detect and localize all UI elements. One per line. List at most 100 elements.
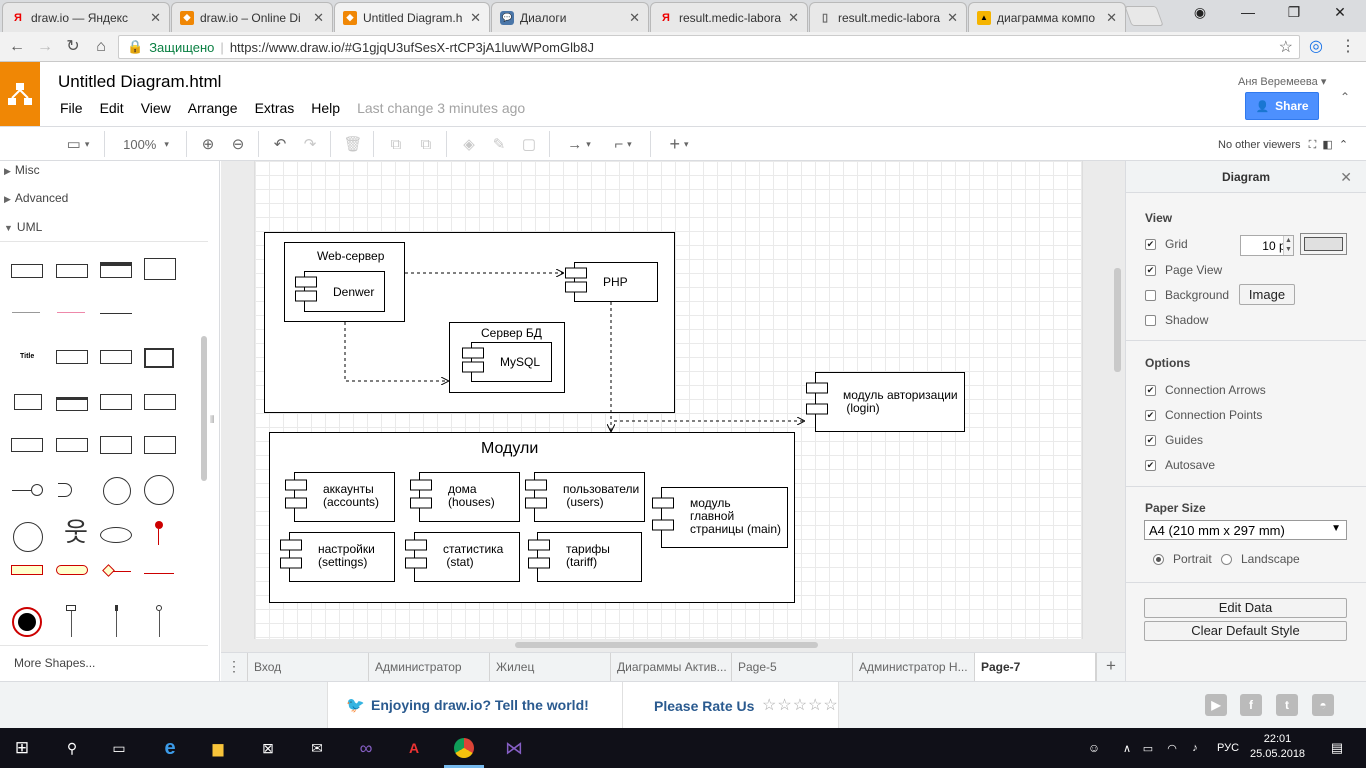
profile-icon[interactable]: ◉	[1193, 4, 1207, 20]
uml-shape-required-interface[interactable]	[58, 483, 72, 497]
section-uml[interactable]: ▼UML	[4, 220, 42, 234]
sidebar-scrollbar[interactable]	[201, 336, 207, 481]
canvas-horizontal-scrollbar[interactable]	[515, 642, 818, 648]
system-clock[interactable]: 22:01 25.05.2018	[1250, 732, 1305, 762]
panel-layout-icon[interactable]: ▭▾	[66, 136, 90, 153]
close-window-button[interactable]: ✕	[1334, 4, 1346, 20]
tab-page-zhilets[interactable]: Жилец	[490, 653, 611, 681]
browser-tab[interactable]: ◆ draw.io – Online Di ✕	[171, 2, 333, 32]
language-indicator[interactable]: РУС	[1213, 736, 1243, 760]
uml-shape-interface[interactable]	[56, 264, 88, 278]
new-tab-button[interactable]	[1124, 6, 1164, 26]
tray-chevron-icon[interactable]: ∧	[1122, 742, 1132, 755]
uml-shape-entity[interactable]	[144, 436, 176, 454]
section-advanced[interactable]: ▶Advanced	[4, 191, 68, 205]
close-tab-icon[interactable]: ✕	[788, 9, 799, 25]
autosave-checkbox[interactable]: ✔Autosave	[1145, 458, 1215, 472]
connection-points-checkbox[interactable]: ✔Connection Points	[1145, 408, 1262, 422]
uml-shape-entity-object[interactable]	[144, 475, 174, 505]
page-view-checkbox[interactable]: ✔Page View	[1145, 263, 1222, 277]
uml-shape-activity[interactable]	[11, 565, 43, 575]
forward-arrow-icon[interactable]: →	[37, 38, 53, 55]
visual-studio-icon[interactable]: ∞	[359, 737, 373, 758]
uml-shape-table[interactable]	[100, 436, 132, 454]
uml-shape-boundary[interactable]	[144, 348, 174, 368]
menu-extras[interactable]: Extras	[254, 100, 295, 116]
close-panel-icon[interactable]: ✕	[1340, 169, 1352, 185]
chrome-menu-icon[interactable]: ⋮	[1340, 38, 1356, 55]
browser-tab[interactable]: ▯ result.medic-labora ✕	[809, 2, 967, 32]
tab-page-7[interactable]: Page-7	[975, 653, 1096, 681]
tab-page-5[interactable]: Page-5	[732, 653, 853, 681]
user-name[interactable]: Аня Веремеева ▾	[1238, 75, 1326, 88]
browser-tab[interactable]: Я draw.io — Яндекс ✕	[2, 2, 170, 32]
people-icon[interactable]: ☺	[1087, 741, 1101, 755]
vs-code-icon[interactable]: ⋈	[505, 737, 523, 758]
section-misc[interactable]: ▶Misc	[4, 163, 40, 177]
add-page-icon[interactable]: +	[1096, 653, 1126, 681]
uml-shape-attribute-private[interactable]	[57, 312, 85, 313]
more-shapes-button[interactable]: More Shapes...	[0, 645, 208, 681]
close-tab-icon[interactable]: ✕	[470, 9, 481, 25]
php-component[interactable]: PHP	[574, 262, 658, 302]
mysql-component[interactable]: MySQL	[471, 342, 552, 382]
back-arrow-icon[interactable]: ←	[9, 38, 25, 55]
uml-shape-text[interactable]: Title	[20, 353, 35, 360]
home-icon[interactable]: ⌂	[96, 38, 106, 55]
uml-shape-final-state[interactable]	[12, 607, 42, 637]
browser-tab[interactable]: ▲ диаграмма компо ✕	[968, 2, 1126, 32]
houses-component[interactable]: дома (houses)	[419, 472, 520, 522]
close-tab-icon[interactable]: ✕	[150, 9, 161, 25]
menu-edit[interactable]: Edit	[99, 100, 124, 116]
clear-default-style-button[interactable]: Clear Default Style	[1144, 621, 1347, 641]
rating-stars-icon[interactable]: ☆☆☆☆☆	[762, 697, 839, 714]
shadow-checkbox[interactable]: Shadow	[1145, 313, 1208, 327]
format-panel-icon[interactable]: ◧	[1322, 139, 1333, 151]
network-icon[interactable]: ▭	[1142, 742, 1154, 755]
mail-icon[interactable]: ✉	[311, 739, 323, 756]
last-change-status[interactable]: Last change 3 minutes ago	[357, 100, 526, 116]
uml-shape-action[interactable]	[56, 565, 88, 575]
landscape-radio[interactable]: Landscape	[1221, 552, 1300, 566]
uml-shape-class-fields[interactable]	[100, 262, 132, 278]
uml-shape-object[interactable]	[56, 438, 88, 452]
guides-checkbox[interactable]: ✔Guides	[1145, 433, 1203, 447]
facebook-icon[interactable]: f	[1240, 694, 1262, 716]
uml-shape-lifeline[interactable]	[11, 438, 43, 452]
fullscreen-icon[interactable]: ⛶	[1308, 139, 1317, 151]
tab-page-admin[interactable]: Администратор	[369, 653, 490, 681]
youtube-icon[interactable]: ▶	[1205, 694, 1227, 716]
file-explorer-icon[interactable]: ▆	[212, 739, 224, 756]
canvas-vertical-scrollbar[interactable]	[1114, 268, 1121, 372]
uml-shape-control-object[interactable]	[13, 522, 43, 552]
uml-shape-boundary-object[interactable]	[103, 477, 131, 505]
uml-shape-lifeline-head[interactable]	[66, 605, 76, 611]
tab-page-vhod[interactable]: Вход	[248, 653, 369, 681]
delete-icon[interactable]: 🗑	[343, 136, 363, 153]
bookmark-star-icon[interactable]: ☆	[1278, 39, 1293, 56]
connection-arrows-checkbox[interactable]: ✔Connection Arrows	[1145, 383, 1266, 397]
connector-webserver-db[interactable]	[344, 322, 448, 381]
grid-size-stepper[interactable]: ▲▼	[1283, 236, 1293, 255]
close-tab-icon[interactable]: ✕	[947, 9, 958, 25]
undo-icon[interactable]: ↶	[273, 136, 287, 153]
tariff-component[interactable]: тарифы (tariff)	[537, 532, 642, 582]
waypoints-icon[interactable]: ⌐▾	[614, 135, 632, 153]
zoom-select[interactable]: 100%▾	[123, 136, 169, 152]
denwer-component[interactable]: Denwer	[304, 271, 385, 312]
fill-color-icon[interactable]: ◈	[463, 136, 475, 153]
volume-icon[interactable]: ♪	[1192, 742, 1198, 754]
accounts-component[interactable]: аккаунты (accounts)	[294, 472, 395, 522]
menu-arrange[interactable]: Arrange	[187, 100, 238, 116]
rate-link[interactable]: Please Rate Us	[654, 698, 755, 714]
uml-shape-initial-state[interactable]	[155, 521, 163, 529]
uml-shape-divider[interactable]	[100, 313, 132, 314]
drawio-logo[interactable]	[0, 62, 40, 126]
uml-shape-actor[interactable]: 웃	[64, 517, 88, 547]
edit-data-button[interactable]: Edit Data	[1144, 598, 1347, 618]
share-button[interactable]: 👤 Share	[1245, 92, 1319, 120]
maximize-button[interactable]: ❐	[1287, 4, 1301, 20]
menu-file[interactable]: File	[60, 100, 83, 116]
minimize-button[interactable]: —	[1241, 4, 1255, 20]
uml-shape-frame[interactable]	[100, 350, 132, 364]
